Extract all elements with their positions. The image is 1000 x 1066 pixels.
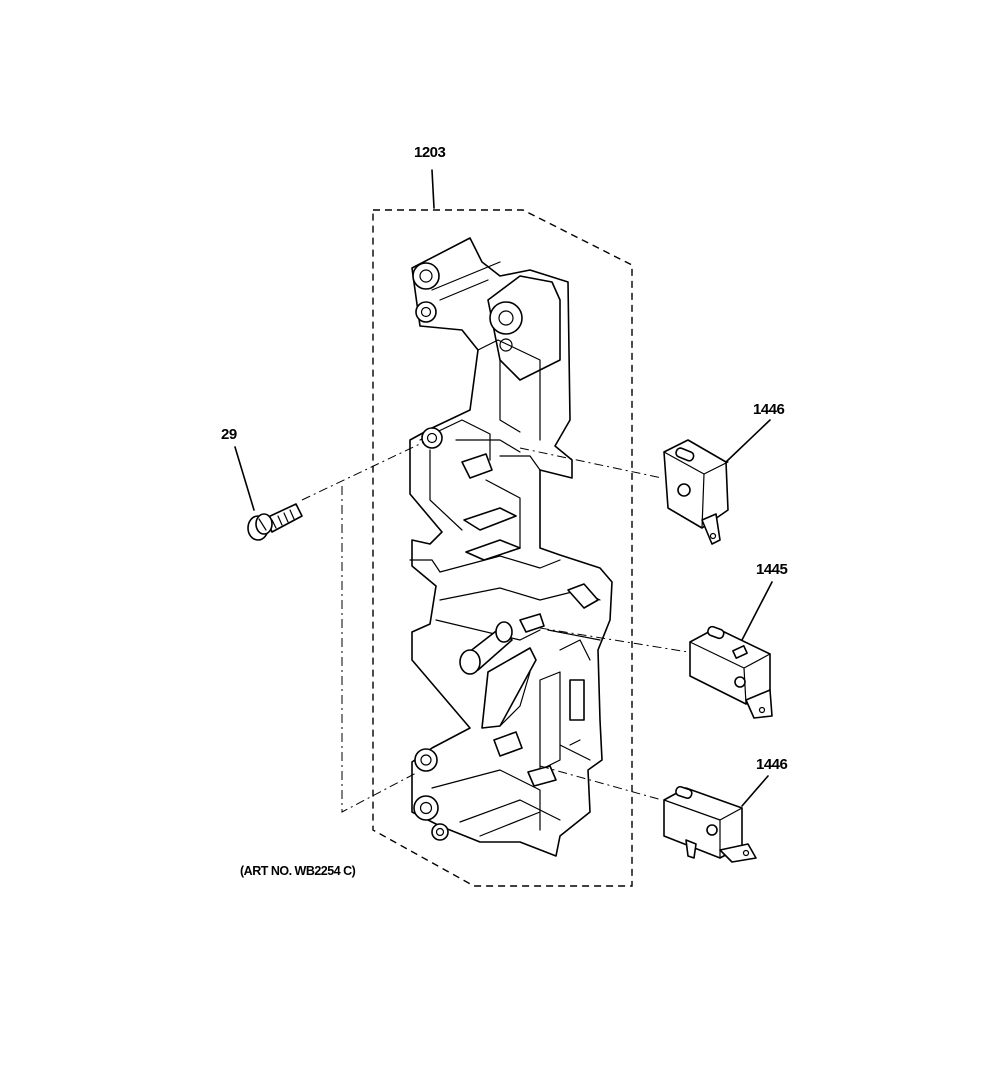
assembly-boundary-1203	[372, 209, 633, 887]
pivot-cylinder	[459, 621, 513, 675]
switch-bottom-alignment-line	[539, 765, 663, 801]
art-number: (ART NO. WB2254 C)	[240, 864, 356, 878]
leader-line-1203	[431, 169, 435, 209]
callout-1445: 1445	[756, 561, 788, 578]
leader-line-1446-top	[725, 419, 771, 463]
switch-top-alignment-line	[519, 447, 663, 479]
leader-line-1446-bottom	[741, 775, 769, 807]
leader-line-29	[234, 446, 255, 511]
leader-line-1445	[741, 581, 773, 641]
switch-1446-top	[663, 439, 729, 545]
callout-29: 29	[221, 426, 237, 443]
callout-1203: 1203	[414, 144, 446, 161]
screw-alignment-line	[301, 441, 425, 501]
screw-29	[247, 503, 303, 541]
callout-1446-bottom: 1446	[756, 756, 788, 773]
switch-1445-middle	[689, 625, 773, 719]
callout-1446-top: 1446	[753, 401, 785, 418]
latch-bracket-1203	[409, 237, 613, 857]
switch-middle-alignment-line	[539, 627, 689, 653]
mounting-guide-line	[341, 486, 419, 813]
switch-1446-bottom	[663, 785, 757, 863]
